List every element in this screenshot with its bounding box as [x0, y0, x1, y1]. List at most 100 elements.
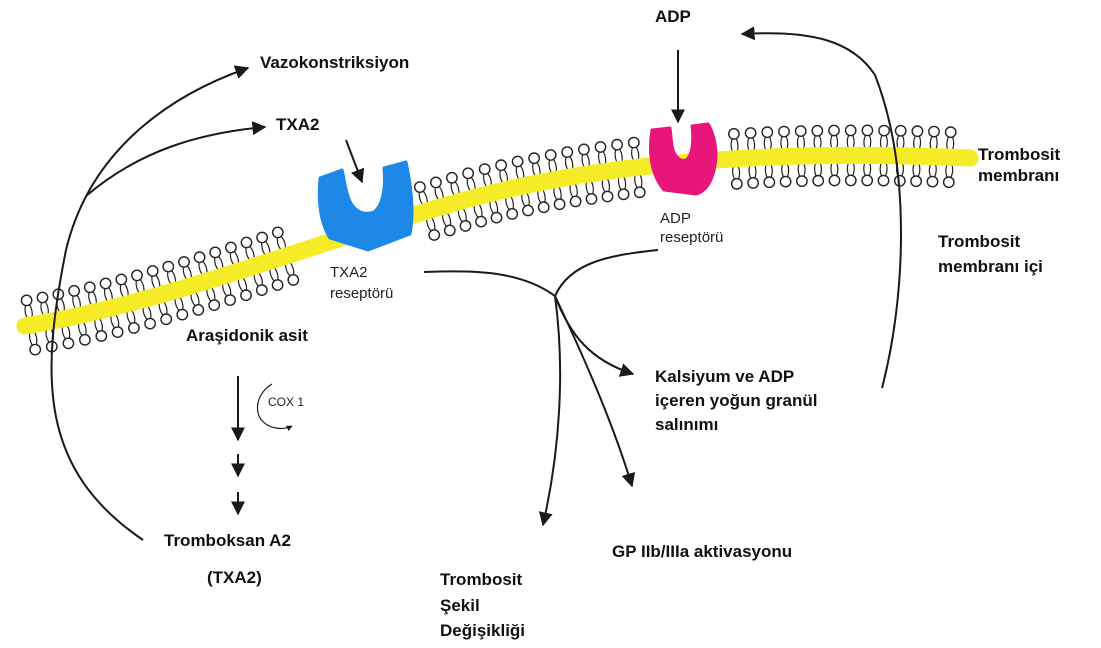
trombosit-membrani-line-2: membranı — [978, 165, 1060, 186]
lipid-lower-head — [635, 187, 645, 197]
lipid-upper-head — [879, 125, 889, 135]
lipid-lower-tail — [919, 163, 920, 176]
adp-label: ADP — [655, 6, 691, 27]
lipid-upper-tail — [886, 136, 887, 149]
lipid-lower-head — [445, 225, 455, 235]
lipid-upper-tail — [500, 171, 503, 184]
lipid-lower-head — [586, 194, 596, 204]
lipid-upper-head — [862, 125, 872, 135]
lipid-upper-tail — [864, 136, 865, 149]
kalsiyum-line-3: salınımı — [655, 413, 817, 437]
lipid-upper-head — [179, 257, 189, 267]
lipid-lower-head — [944, 177, 954, 187]
arrow-txa2-to-receptor — [346, 140, 362, 182]
lipid-lower-tail — [782, 164, 783, 177]
lipid-lower-tail — [254, 274, 258, 286]
lipid-lower-tail — [880, 162, 881, 175]
lipid-upper-tail — [620, 150, 622, 163]
lipid-upper-tail — [203, 262, 207, 274]
sekil-line-2: Şekil — [440, 593, 525, 619]
lipid-upper-head — [273, 227, 283, 237]
lipid-upper-head — [562, 147, 572, 157]
lipid-upper-tail — [156, 275, 160, 288]
lipid-upper-head — [210, 247, 220, 257]
txa2-receptor-line-2: reseptörü — [330, 283, 393, 304]
lipid-lower-tail — [179, 297, 183, 310]
lipid-upper-head — [745, 128, 755, 138]
sekil-line-3: Değişikliği — [440, 618, 525, 644]
lipid-upper-tail — [632, 148, 634, 161]
lipid-upper-tail — [168, 272, 172, 284]
lipid-upper-tail — [587, 154, 589, 167]
lipid-upper-tail — [521, 166, 524, 179]
lipid-lower-head — [618, 189, 628, 199]
txa2-receptor-line-1: TXA2 — [330, 262, 393, 283]
txa2-label: TXA2 — [276, 114, 319, 135]
lipid-lower-tail — [143, 307, 147, 320]
lipid-lower-tail — [115, 314, 118, 327]
lipid-upper-head — [431, 177, 441, 187]
lipid-upper-tail — [41, 303, 44, 316]
lipid-upper-tail — [246, 248, 250, 260]
lipid-lower-tail — [195, 292, 199, 305]
gp-activation-label: GP IIb/IIIa aktivasyonu — [612, 541, 792, 562]
lipid-upper-head — [447, 173, 457, 183]
lipid-upper-head — [629, 137, 639, 147]
lipid-lower-tail — [46, 329, 49, 342]
lipid-upper-head — [612, 140, 622, 150]
lipid-lower-tail — [99, 318, 102, 331]
vazokonstriksiyon-label: Vazokonstriksiyon — [260, 52, 409, 73]
lipid-lower-head — [539, 202, 549, 212]
lipid-lower-tail — [570, 184, 573, 197]
lipid-upper-tail — [136, 281, 140, 294]
lipid-lower-tail — [494, 199, 497, 212]
lipid-lower-tail — [820, 163, 821, 176]
cox1-label: COX 1 — [268, 395, 304, 410]
lipid-lower-tail — [886, 162, 887, 175]
lipid-upper-tail — [537, 163, 540, 176]
lipid-lower-head — [862, 175, 872, 185]
lipid-lower-tail — [526, 192, 529, 205]
lipid-upper-tail — [533, 164, 536, 177]
lipid-upper-tail — [566, 158, 569, 171]
lipid-lower-tail — [506, 197, 509, 210]
lipid-upper-tail — [230, 253, 234, 265]
lipid-upper-tail — [105, 289, 108, 302]
lipid-upper-tail — [803, 136, 804, 149]
lipid-lower-tail — [243, 277, 247, 289]
lipid-upper-tail — [936, 137, 937, 150]
lipid-lower-tail — [787, 163, 788, 176]
lipid-upper-tail — [820, 136, 821, 149]
arrow-to-sekil — [543, 296, 560, 525]
lipid-upper-tail — [215, 258, 219, 270]
arrow-to-gp — [555, 296, 632, 486]
lipid-lower-tail — [815, 163, 816, 176]
lipid-upper-head — [241, 237, 251, 247]
lipid-upper-head — [85, 282, 95, 292]
lipid-upper-tail — [599, 152, 601, 165]
lipid-upper-tail — [424, 191, 428, 204]
lipid-lower-head — [63, 338, 73, 348]
lipid-upper-head — [762, 127, 772, 137]
sekil-degisikligi-label: Trombosit Şekil Değişikliği — [440, 567, 525, 644]
lipid-lower-tail — [30, 332, 33, 345]
lipid-lower-tail — [749, 165, 751, 178]
lipid-upper-tail — [853, 136, 854, 149]
lipid-upper-head — [896, 126, 906, 136]
arrow-txa2-receptor-branch — [424, 271, 555, 296]
lipid-upper-tail — [947, 137, 949, 150]
lipid-lower-head — [797, 176, 807, 186]
lipid-upper-head — [116, 274, 126, 284]
lipid-upper-tail — [120, 285, 123, 298]
lipid-lower-tail — [733, 166, 735, 179]
lipid-upper-tail — [183, 268, 187, 280]
lipid-upper-head — [194, 252, 204, 262]
lipid-upper-head — [529, 153, 539, 163]
lipid-lower-head — [145, 318, 155, 328]
lipid-upper-tail — [748, 138, 750, 151]
lipid-lower-tail — [131, 310, 134, 323]
txa2-receptor-label: TXA2 reseptörü — [330, 262, 393, 304]
lipid-upper-tail — [262, 243, 266, 255]
lipid-upper-tail — [277, 238, 281, 250]
